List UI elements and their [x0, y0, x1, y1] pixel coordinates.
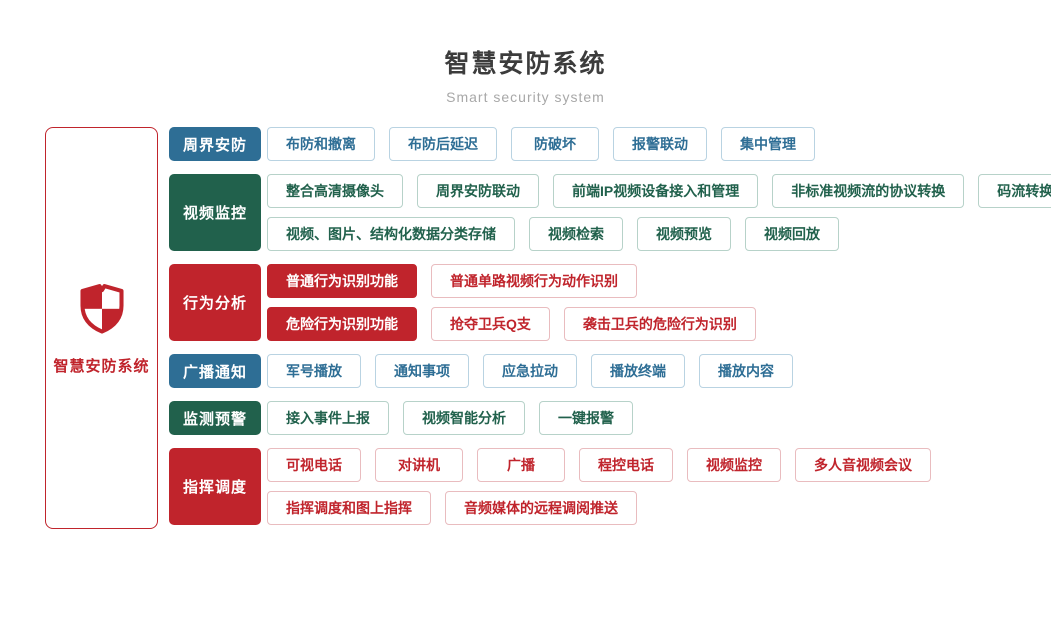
feature-rows: 布防和撤离布防后延迟防破坏报警联动集中管理 [267, 127, 815, 161]
category-block: 广播通知 [169, 354, 261, 388]
feature-rows: 整合高清摄像头周界安防联动前端IP视频设备接入和管理非标准视频流的协议转换码流转… [267, 174, 1051, 251]
feature-chip: 普通行为识别功能 [267, 264, 417, 298]
feature-rows: 可视电话对讲机广播程控电话视频监控多人音视频会议指挥调度和图上指挥音频媒体的远程… [267, 448, 931, 525]
feature-chip: 视频智能分析 [403, 401, 525, 435]
feature-row: 接入事件上报视频智能分析一键报警 [267, 401, 633, 435]
feature-chip: 布防和撤离 [267, 127, 375, 161]
feature-chip: 集中管理 [721, 127, 815, 161]
feature-group: 广播通知军号播放通知事项应急拉动播放终端播放内容 [169, 354, 1051, 388]
feature-chip: 视频、图片、结构化数据分类存储 [267, 217, 515, 251]
category-block: 指挥调度 [169, 448, 261, 525]
category-block: 监测预警 [169, 401, 261, 435]
feature-chip: 接入事件上报 [267, 401, 389, 435]
feature-chip: 抢夺卫兵Q支 [431, 307, 550, 341]
category-block: 周界安防 [169, 127, 261, 161]
feature-chip: 整合高清摄像头 [267, 174, 403, 208]
feature-chip: 视频检索 [529, 217, 623, 251]
feature-row: 指挥调度和图上指挥音频媒体的远程调阅推送 [267, 491, 931, 525]
feature-row: 视频、图片、结构化数据分类存储视频检索视频预览视频回放 [267, 217, 1051, 251]
feature-group: 周界安防布防和撤离布防后延迟防破坏报警联动集中管理 [169, 127, 1051, 161]
feature-chip: 普通单路视频行为动作识别 [431, 264, 637, 298]
feature-chip: 指挥调度和图上指挥 [267, 491, 431, 525]
feature-chip: 应急拉动 [483, 354, 577, 388]
feature-group: 视频监控整合高清摄像头周界安防联动前端IP视频设备接入和管理非标准视频流的协议转… [169, 174, 1051, 251]
system-root-panel: 智慧安防系统 [45, 127, 158, 529]
feature-chip: 程控电话 [579, 448, 673, 482]
feature-chip: 危险行为识别功能 [267, 307, 417, 341]
feature-row: 布防和撤离布防后延迟防破坏报警联动集中管理 [267, 127, 815, 161]
feature-chip: 多人音视频会议 [795, 448, 931, 482]
feature-chip: 播放内容 [699, 354, 793, 388]
feature-chip: 视频监控 [687, 448, 781, 482]
feature-row: 危险行为识别功能抢夺卫兵Q支袭击卫兵的危险行为识别 [267, 307, 756, 341]
feature-group: 指挥调度可视电话对讲机广播程控电话视频监控多人音视频会议指挥调度和图上指挥音频媒… [169, 448, 1051, 525]
feature-chip: 非标准视频流的协议转换 [772, 174, 965, 208]
feature-group: 监测预警接入事件上报视频智能分析一键报警 [169, 401, 1051, 435]
feature-group: 行为分析普通行为识别功能普通单路视频行为动作识别危险行为识别功能抢夺卫兵Q支袭击… [169, 264, 1051, 341]
feature-chip: 通知事项 [375, 354, 469, 388]
category-block: 视频监控 [169, 174, 261, 251]
system-root-label: 智慧安防系统 [53, 358, 150, 375]
page-header: 智慧安防系统 Smart security system [0, 44, 1051, 105]
feature-chip: 播放终端 [591, 354, 685, 388]
feature-rows: 军号播放通知事项应急拉动播放终端播放内容 [267, 354, 793, 388]
feature-groups: 周界安防布防和撤离布防后延迟防破坏报警联动集中管理视频监控整合高清摄像头周界安防… [169, 127, 1051, 525]
feature-row: 军号播放通知事项应急拉动播放终端播放内容 [267, 354, 793, 388]
feature-chip: 码流转换和接口转换 [978, 174, 1051, 208]
feature-chip: 广播 [477, 448, 565, 482]
feature-row: 可视电话对讲机广播程控电话视频监控多人音视频会议 [267, 448, 931, 482]
feature-chip: 军号播放 [267, 354, 361, 388]
category-block: 行为分析 [169, 264, 261, 341]
feature-row: 整合高清摄像头周界安防联动前端IP视频设备接入和管理非标准视频流的协议转换码流转… [267, 174, 1051, 208]
feature-chip: 视频预览 [637, 217, 731, 251]
feature-chip: 视频回放 [745, 217, 839, 251]
page-title: 智慧安防系统 [444, 50, 607, 78]
feature-chip: 袭击卫兵的危险行为识别 [563, 307, 756, 341]
feature-rows: 普通行为识别功能普通单路视频行为动作识别危险行为识别功能抢夺卫兵Q支袭击卫兵的危… [267, 264, 756, 341]
shield-icon [76, 280, 128, 341]
feature-chip: 一键报警 [539, 401, 633, 435]
feature-chip: 报警联动 [613, 127, 707, 161]
diagram: 智慧安防系统 周界安防布防和撤离布防后延迟防破坏报警联动集中管理视频监控整合高清… [45, 127, 1051, 529]
feature-chip: 前端IP视频设备接入和管理 [553, 174, 759, 208]
page-subtitle: Smart security system [446, 89, 605, 105]
feature-rows: 接入事件上报视频智能分析一键报警 [267, 401, 633, 435]
feature-chip: 可视电话 [267, 448, 361, 482]
feature-chip: 对讲机 [375, 448, 463, 482]
feature-row: 普通行为识别功能普通单路视频行为动作识别 [267, 264, 756, 298]
feature-chip: 防破坏 [511, 127, 599, 161]
feature-chip: 音频媒体的远程调阅推送 [445, 491, 637, 525]
feature-chip: 布防后延迟 [389, 127, 497, 161]
feature-chip: 周界安防联动 [417, 174, 539, 208]
